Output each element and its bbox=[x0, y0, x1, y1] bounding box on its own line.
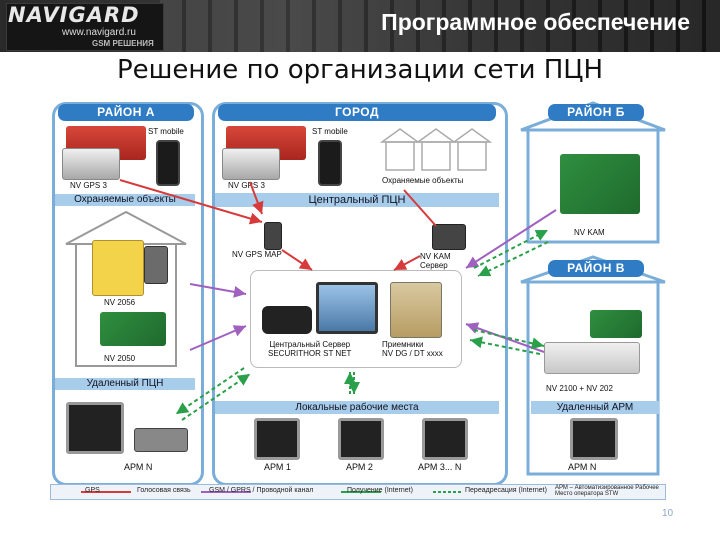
arm3-label: АРМ 3... N bbox=[418, 462, 462, 472]
nv-gps3-label-city: NV GPS 3 bbox=[228, 181, 265, 190]
remote-pcn-bar: Удаленный ПЦН bbox=[55, 378, 195, 390]
circuit-board-image-v bbox=[590, 310, 642, 338]
arrow-kam-city bbox=[403, 189, 437, 227]
legend-arm: АРМ – Автоматизированное Рабочее Место о… bbox=[555, 485, 659, 497]
nv2056-label: NV 2056 bbox=[104, 298, 136, 307]
arrow-green-v2 bbox=[469, 336, 541, 355]
arrow-rayon-b bbox=[465, 209, 557, 269]
arrow-kam-server bbox=[393, 255, 421, 271]
arm1-label: АРМ 1 bbox=[264, 462, 291, 472]
phone-image bbox=[262, 306, 312, 334]
monitor-image-v bbox=[570, 418, 618, 460]
arrow-house-a bbox=[189, 283, 247, 298]
smartphone-image bbox=[156, 140, 180, 186]
arrow-green-v bbox=[473, 329, 545, 350]
keypad-image bbox=[144, 246, 168, 284]
arrow-green-b bbox=[473, 229, 549, 269]
zone-rayon-b-title: РАЙОН Б bbox=[548, 104, 644, 121]
st-mobile-label-a: ST mobile bbox=[148, 127, 184, 136]
arrow-green-b2 bbox=[477, 241, 549, 277]
security-devices-image bbox=[544, 342, 640, 374]
arrow-house-a2 bbox=[189, 325, 247, 351]
logo bbox=[6, 3, 164, 51]
protected-objects-bar-a: Охраняемые объекты bbox=[55, 194, 195, 206]
legend-forward: Переадресация (Internet) bbox=[465, 487, 547, 494]
arrow-gps-a bbox=[119, 179, 263, 225]
remote-arm-bar: Удаленный АРМ bbox=[531, 401, 659, 414]
legend: GPS Голосовая связь GSM / GPRS / Проводн… bbox=[50, 484, 666, 500]
receiver-rack-image bbox=[390, 282, 442, 338]
legend-gps: GPS bbox=[85, 487, 100, 494]
zone-rayon-v-title: РАЙОН В bbox=[548, 260, 644, 277]
arrow-green-a2 bbox=[181, 373, 251, 421]
nv2050-label: NV 2050 bbox=[104, 354, 136, 363]
keyboard-background-image bbox=[160, 0, 720, 52]
circuit-board-image-a bbox=[100, 312, 166, 346]
page-number: 10 bbox=[662, 508, 674, 519]
camera-board-image bbox=[560, 154, 640, 214]
zone-rayon-a-title: РАЙОН А bbox=[58, 104, 194, 121]
smartphone-image-city bbox=[318, 140, 342, 186]
suv-image-city bbox=[222, 148, 280, 180]
arm-n-label-a: АРМ N bbox=[124, 462, 153, 472]
central-server-box bbox=[250, 270, 462, 368]
arrow-green-a bbox=[175, 367, 245, 415]
nv-gps3-label-a: NV GPS 3 bbox=[70, 181, 107, 190]
arm2-monitor-image bbox=[338, 418, 384, 460]
arrow-gps-city bbox=[249, 181, 264, 215]
st-mobile-label-city: ST mobile bbox=[312, 127, 348, 136]
header-title: Программное обеспечение bbox=[381, 9, 690, 35]
central-server-label: Центральный Сервер SECURITHOR ST NET bbox=[268, 340, 352, 358]
protected-objects-label-city: Охраняемые объекты bbox=[382, 176, 464, 185]
legend-receive: Получение (Internet) bbox=[347, 487, 413, 494]
logo-subtitle: GSM РЕШЕНИЯ bbox=[92, 39, 154, 48]
logo-url: www.navigard.ru bbox=[62, 27, 136, 38]
receiver-device-image-a bbox=[134, 428, 188, 452]
gps-map-server-image bbox=[264, 222, 282, 250]
zone-gorod-title: ГОРОД bbox=[218, 104, 496, 121]
nv2100-label: NV 2100 + NV 202 bbox=[546, 384, 613, 393]
central-pcn-bar: Центральный ПЦН bbox=[215, 193, 499, 207]
suv-image bbox=[62, 148, 120, 180]
arrow-map-server bbox=[281, 249, 313, 271]
server-monitor-image bbox=[316, 282, 378, 334]
slide-title: Решение по организации сети ПЦН bbox=[116, 55, 604, 85]
arm1-monitor-image bbox=[254, 418, 300, 460]
nv-kam-server-label: NV KAM Сервер bbox=[420, 252, 451, 270]
receivers-label: Приемники NV DG / DT xxxx bbox=[382, 340, 443, 358]
nv-kam-label: NV KAM bbox=[574, 228, 605, 237]
kam-server-image bbox=[432, 224, 466, 250]
logo-text: NAVIGARD bbox=[8, 3, 140, 27]
local-workplaces-bar: Локальные рабочие места bbox=[215, 401, 499, 414]
legend-voice: Голосовая связь bbox=[137, 487, 191, 494]
arm3-monitor-image bbox=[422, 418, 468, 460]
arm-n-label-v: АРМ N bbox=[568, 462, 597, 472]
legend-gsm: GSM / GPRS / Проводной канал bbox=[209, 487, 314, 494]
arm2-label: АРМ 2 bbox=[346, 462, 373, 472]
protected-houses-city bbox=[379, 126, 493, 174]
monitor-image-a bbox=[66, 402, 124, 454]
nv-gps-map-label: NV GPS MAP bbox=[232, 250, 282, 259]
alarm-panel-image bbox=[92, 240, 144, 296]
